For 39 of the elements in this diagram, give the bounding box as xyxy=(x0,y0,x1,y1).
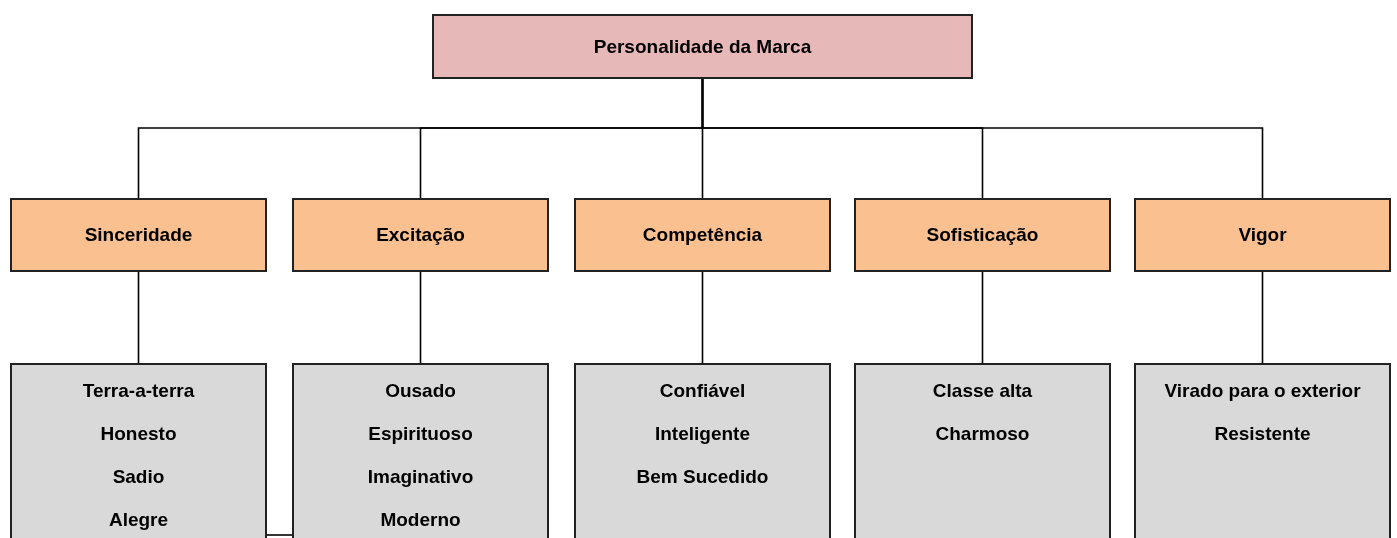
connector-line xyxy=(701,78,1264,199)
trait-box xyxy=(292,363,549,538)
dimension-box xyxy=(854,198,1111,272)
dimension-box xyxy=(292,198,549,272)
connector-line xyxy=(981,271,984,364)
trait-box xyxy=(10,363,267,538)
trait-label: Espirituoso xyxy=(368,422,473,446)
trait-label: Bem Sucedido xyxy=(636,465,769,489)
dimension-box xyxy=(574,198,831,272)
trait-label: Virado para o exterior xyxy=(1164,379,1361,403)
root-box xyxy=(432,14,973,79)
box-label: Vigor xyxy=(1238,223,1287,247)
connector-line xyxy=(419,271,422,364)
trait-box xyxy=(574,363,831,538)
trait-label: Charmoso xyxy=(935,422,1030,446)
trait-label: Imaginativo xyxy=(367,465,474,489)
trait-label: Resistente xyxy=(1214,422,1311,446)
trait-label: Inteligente xyxy=(655,422,750,446)
connector-line xyxy=(137,271,140,364)
box-label: Sofisticação xyxy=(926,223,1039,247)
connector-line xyxy=(701,271,704,364)
trait-label: Terra-a-terra xyxy=(82,379,195,403)
trait-label: Confiável xyxy=(659,379,746,403)
trait-label: Moderno xyxy=(380,508,461,532)
dimension-box xyxy=(10,198,267,272)
trait-label: Ousado xyxy=(385,379,456,403)
dimension-box xyxy=(1134,198,1391,272)
trait-label: Honesto xyxy=(100,422,177,446)
box-label: Personalidade da Marca xyxy=(593,34,812,59)
trait-box xyxy=(854,363,1111,538)
box-label: Sinceridade xyxy=(84,223,193,247)
box-label: Excitação xyxy=(376,223,465,247)
trait-label: Classe alta xyxy=(932,379,1033,403)
connector-line xyxy=(266,534,293,536)
trait-box xyxy=(1134,363,1391,538)
trait-label: Sadio xyxy=(112,465,165,489)
box-label: Competência xyxy=(642,223,763,247)
trait-label: Alegre xyxy=(108,508,169,532)
connector-line xyxy=(1261,271,1264,364)
